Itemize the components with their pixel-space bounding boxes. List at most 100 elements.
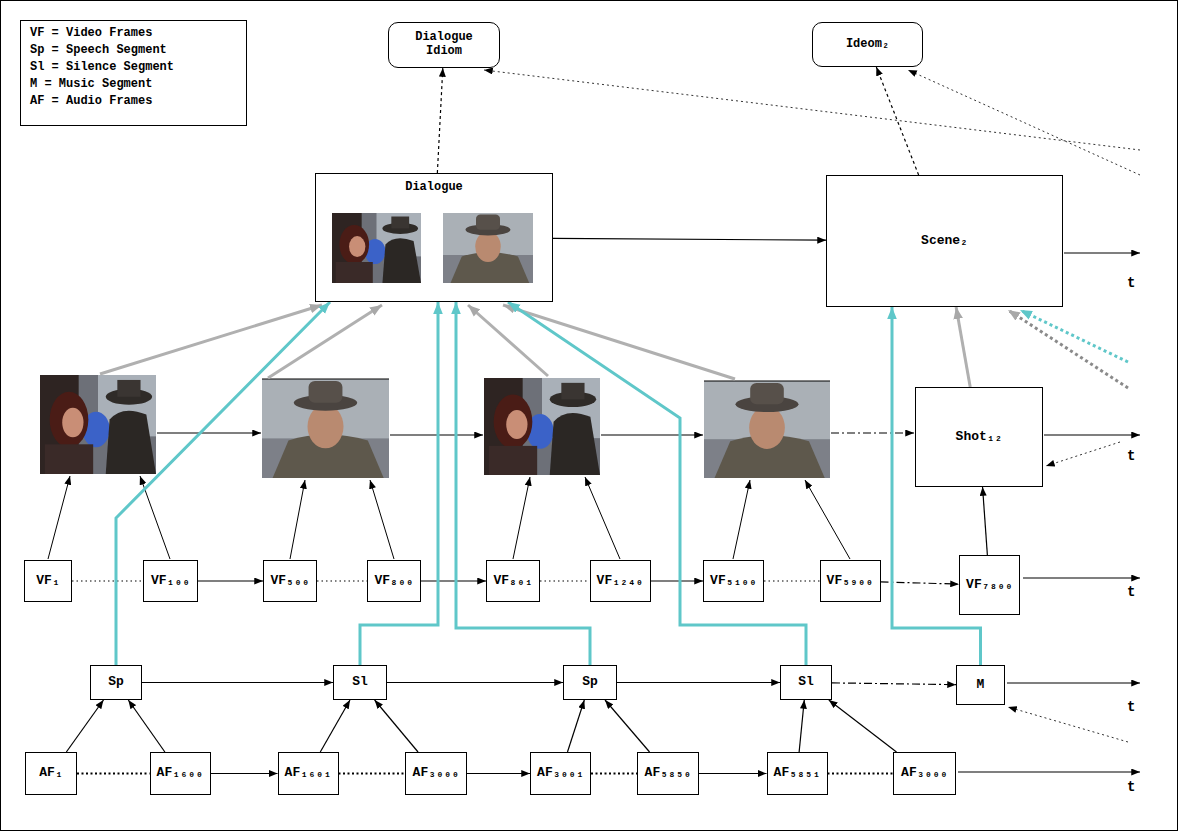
audio-frame-box: AF₁₆₀₀ (150, 752, 211, 795)
time-axis-label: t (1127, 275, 1135, 291)
incoming-arrow (1008, 310, 1128, 388)
node-label: AF₃₀₀₁ (537, 766, 584, 781)
incoming-dotted-arrows (484, 70, 1140, 742)
video-frame-box: VF₇₈₀₀ (959, 555, 1020, 615)
frame-arrow (585, 477, 620, 559)
shot-box: Shot₁₂ (915, 387, 1043, 487)
connector (77, 773, 150, 775)
time-arrow (1007, 682, 1140, 683)
connector (72, 580, 143, 581)
audio-frame-box: AF₃₀₀₀ (893, 752, 956, 795)
time-axis-label: t (1127, 699, 1135, 715)
node-label: VF₁ (36, 574, 59, 589)
time-arrow (1044, 434, 1140, 435)
node-label: Shot₁₂ (956, 430, 1003, 445)
incoming-arrow (484, 70, 1140, 150)
video-frame-box: VF₈₀₀ (367, 560, 421, 602)
legend-box (21, 21, 247, 126)
node-label: VF₇₈₀₀ (966, 578, 1013, 593)
audio-segment-box: Sp (563, 665, 617, 700)
connector (553, 238, 826, 240)
audio-frame-box: AF₁ (25, 752, 77, 795)
connector (605, 700, 650, 752)
frame-arrow (733, 480, 750, 559)
legend-entry: VF = Video Frames (30, 27, 152, 41)
node-label: AF₁₆₀₁ (285, 766, 332, 781)
time-axis-label: t (1127, 779, 1135, 795)
connector (317, 580, 367, 581)
time-arrow (1023, 577, 1140, 578)
connector (456, 302, 590, 665)
connector (142, 682, 333, 683)
shot-to-dialogue-arrows (100, 305, 735, 379)
legend-entry: Sp = Speech Segment (30, 44, 167, 58)
audio-frame-box: AF₃₀₀₁ (530, 752, 591, 795)
connector (387, 682, 563, 683)
sequence-arrow (831, 432, 914, 433)
connector (116, 302, 330, 665)
shot-still (262, 379, 389, 478)
node-label: AF₁₆₀₀ (157, 766, 204, 781)
node-label: AF₁ (39, 766, 62, 781)
frame-arrow (805, 480, 850, 559)
connector (437, 68, 442, 173)
legend-entry: Sl = Silence Segment (30, 61, 174, 75)
connector (651, 580, 704, 581)
incoming-arrow (1046, 442, 1120, 466)
node-label: AF₃₀₀₀ (413, 766, 460, 781)
frame-arrow (513, 477, 530, 559)
connector (128, 700, 165, 752)
node-label: VF₁₀₀ (151, 574, 190, 589)
frame-arrow (290, 480, 305, 559)
node-label: AF₃₀₀₀ (901, 766, 948, 781)
idiom-box: Dialogue Idiom (388, 22, 500, 68)
time-axis-label: t (1127, 448, 1135, 464)
video-frame-box: VF₈₀₁ (486, 560, 540, 602)
still-frame-edge (262, 379, 389, 380)
video-frame-box: VF₅₉₀₀ (820, 560, 881, 602)
connector (764, 580, 820, 581)
dialogue-box: Dialogue (315, 173, 553, 302)
connector (591, 773, 637, 775)
node-label: Sp (108, 675, 124, 690)
node-label: VF₅₉₀₀ (827, 574, 874, 589)
node-label: AF₅₈₅₀ (645, 766, 692, 781)
connector (799, 700, 804, 752)
frame-to-shot-arrows (48, 476, 850, 559)
video-frame-box: VF₅₀₀ (263, 560, 317, 602)
connector (508, 302, 806, 665)
connector (829, 700, 897, 752)
grey-arrow (268, 305, 382, 378)
scene-box: Scene₂ (826, 175, 1063, 307)
node-label: Sl (352, 675, 368, 690)
node-label: VF₈₀₁ (493, 574, 532, 589)
audio-frame-box: AF₁₆₀₁ (278, 752, 339, 795)
shot-sequence-arrows (157, 433, 914, 435)
node-label: VF₅₀₀ (270, 574, 309, 589)
node-label: VF₅₁₀₀ (710, 574, 757, 589)
time-arrow (958, 771, 1140, 772)
node-label: VF₁₂₄₀ (597, 574, 644, 589)
connector (375, 700, 418, 752)
node-label: M (977, 678, 985, 693)
node-label: Sl (798, 675, 814, 690)
incoming-arrow (1008, 707, 1128, 742)
audio-segment-box: M (956, 665, 1005, 705)
sequence-arrow (157, 432, 261, 433)
connector (876, 67, 918, 175)
audio-segment-box: Sl (333, 665, 387, 700)
dialogue-still (332, 213, 421, 283)
audio-frame-box: AF₃₀₀₀ (405, 752, 467, 795)
connector (828, 773, 894, 775)
node-label: Dialogue Idiom (412, 31, 477, 59)
dialogue-still (443, 213, 533, 283)
connector (467, 773, 530, 774)
video-frame-box: VF₁₂₄₀ (590, 560, 651, 602)
shot-still (704, 381, 830, 478)
connector (956, 307, 970, 387)
audio-frame-box: AF₅₈₅₁ (767, 752, 828, 795)
frame-arrow (48, 476, 70, 559)
incoming-arrow (908, 70, 1140, 175)
